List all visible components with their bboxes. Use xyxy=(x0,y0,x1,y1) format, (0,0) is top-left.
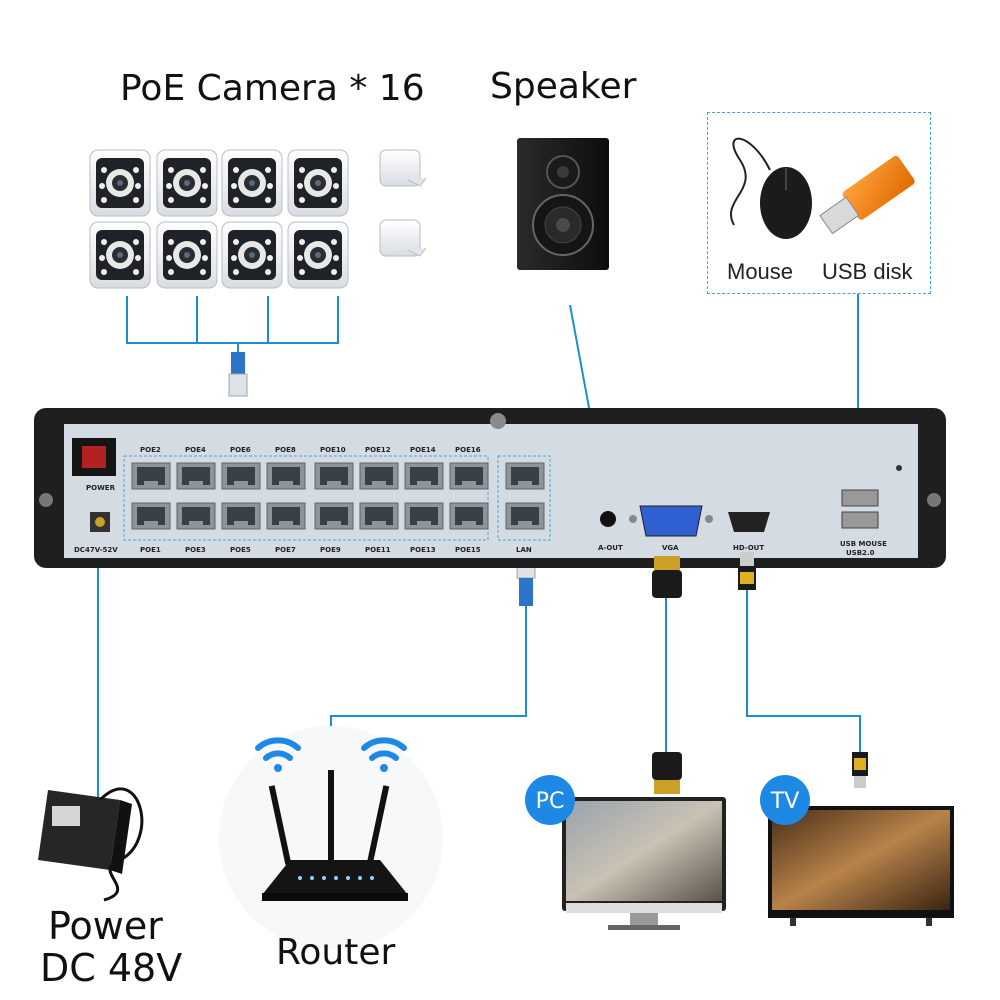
rj45-plug-icon xyxy=(228,352,248,397)
poe-label: POE9 xyxy=(320,546,341,554)
poe-label: POE8 xyxy=(275,446,296,454)
poe-label: POE6 xyxy=(230,446,251,454)
poe-label: POE11 xyxy=(365,546,391,554)
poe-label: POE1 xyxy=(140,546,161,554)
tv-badge-label: TV xyxy=(770,789,800,814)
nvr-port-labels: POWER DC47V-52V POE2 POE4 POE6 POE8 POE1… xyxy=(74,446,887,557)
speaker-label: Speaker xyxy=(490,66,637,107)
poe-label: POE2 xyxy=(140,446,161,454)
usb-disk-icon xyxy=(819,156,915,235)
nvr-back-panel xyxy=(34,408,946,568)
vga-plug-icon xyxy=(652,556,682,794)
lan-label: LAN xyxy=(516,546,532,554)
audio-out-label: A-OUT xyxy=(598,544,623,552)
poe-label: POE14 xyxy=(410,446,436,454)
vga-label: VGA xyxy=(662,544,679,552)
poe-label: POE15 xyxy=(455,546,481,554)
poe-label: POE5 xyxy=(230,546,251,554)
speaker-icon xyxy=(517,138,609,270)
usb-devices-box xyxy=(707,112,931,294)
tv-icon xyxy=(768,806,954,926)
poe-label: POE16 xyxy=(455,446,481,454)
usb-disk-label: USB disk xyxy=(822,259,913,284)
usb-label: USB MOUSE xyxy=(840,540,887,548)
monitor-icon xyxy=(562,797,726,930)
pc-badge: PC xyxy=(525,775,575,825)
usb-label-2: USB2.0 xyxy=(846,549,875,557)
poe-label: POE7 xyxy=(275,546,296,554)
poe-label: POE3 xyxy=(185,546,206,554)
pc-badge-label: PC xyxy=(536,789,565,814)
dc-input-label: DC47V-52V xyxy=(74,546,118,554)
power-voltage-label: DC 48V xyxy=(40,946,183,990)
poe-label: POE4 xyxy=(185,446,206,454)
poe-label: POE12 xyxy=(365,446,391,454)
poe-label: POE13 xyxy=(410,546,436,554)
router-icon xyxy=(219,726,443,950)
poe-label: POE10 xyxy=(320,446,346,454)
mouse-label: Mouse xyxy=(727,259,794,284)
power-label: Power xyxy=(48,904,163,948)
hdmi-label: HD-OUT xyxy=(733,544,764,552)
tv-badge: TV xyxy=(760,775,810,825)
power-adapter-icon xyxy=(38,787,144,902)
cameras-label: PoE Camera * 16 xyxy=(120,68,425,109)
router-label: Router xyxy=(276,932,396,973)
camera-icon xyxy=(89,149,427,289)
wifi-icon xyxy=(361,737,407,772)
mouse-icon xyxy=(730,137,812,239)
wifi-icon xyxy=(255,737,301,772)
power-switch-label: POWER xyxy=(86,484,116,492)
hdmi-plug-icon xyxy=(738,552,868,788)
